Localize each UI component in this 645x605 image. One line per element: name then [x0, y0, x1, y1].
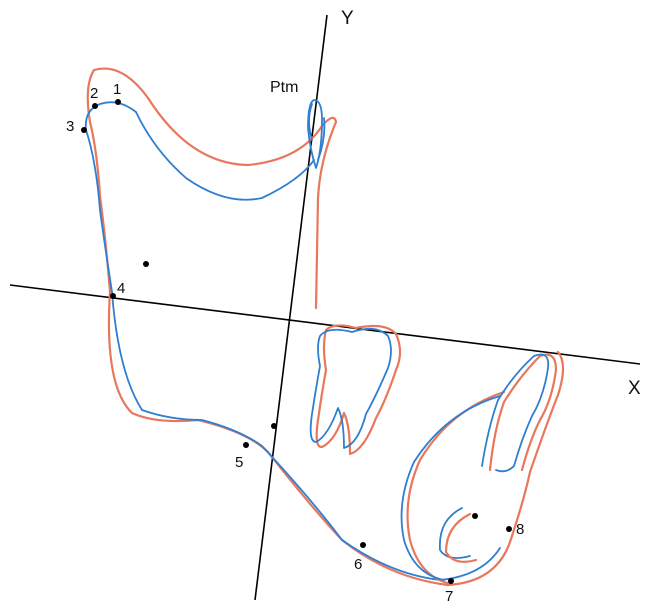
point-4-label: 4	[117, 280, 125, 297]
blue-lower-lobe	[400, 395, 501, 581]
point-7-label: 7	[445, 588, 453, 605]
point-4-dot	[110, 293, 116, 299]
blue-lower-tooth	[481, 353, 550, 473]
blue-ptm-line	[308, 103, 326, 161]
x-axis-label: X	[628, 378, 641, 399]
y-axis-label: Y	[341, 8, 354, 29]
blue-upper-molar	[309, 327, 392, 449]
unlabeled-dot-c	[472, 513, 478, 519]
y-axis-line	[254, 14, 328, 601]
point-2-label: 2	[90, 85, 98, 102]
red-lower-lobe	[406, 390, 506, 586]
blue-bone-outline	[84, 101, 501, 581]
red-upper-molar	[315, 324, 402, 456]
unlabeled-dot-a	[143, 261, 149, 267]
point-6-label: 6	[354, 556, 362, 573]
blue-hook	[439, 507, 471, 559]
point-6-dot	[360, 542, 366, 548]
unlabeled-dot-b	[271, 423, 277, 429]
red-hook	[444, 512, 478, 563]
point-2-dot	[92, 103, 98, 109]
point-3-label: 3	[66, 118, 74, 135]
point-1-label: 1	[113, 81, 121, 98]
ptm-label: Ptm	[270, 79, 298, 96]
point-5-dot	[243, 442, 249, 448]
point-3-dot	[81, 127, 87, 133]
point-1-dot	[115, 99, 121, 105]
red-bone-outline	[86, 67, 565, 587]
point-7-dot	[448, 578, 454, 584]
point-5-label: 5	[235, 454, 243, 471]
point-8-label: 8	[516, 521, 524, 538]
red-lower-tooth	[488, 353, 558, 472]
point-8-dot	[506, 526, 512, 532]
